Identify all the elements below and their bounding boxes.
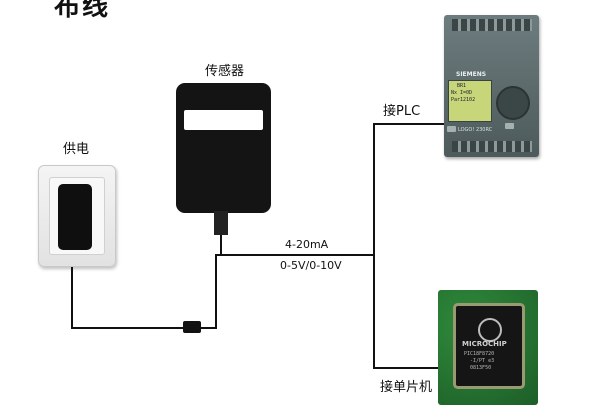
plc-button (447, 126, 456, 132)
plc-screen-text: BR1 Nx I=0D Par12102 (451, 83, 476, 103)
sensor-display-window (184, 110, 263, 130)
plc-terminals-top (452, 19, 532, 31)
diagram-heading: 布线 (54, 0, 111, 22)
sensor-connector (214, 211, 228, 235)
signal-voltage-label: 0-5V/0-10V (280, 259, 342, 272)
cable-connector (183, 321, 201, 333)
plc-brand: SIEMENS (456, 71, 487, 78)
plc-screen: BR1 Nx I=0D Par12102 (448, 80, 492, 122)
power-cable (71, 252, 183, 329)
sensor-device (176, 83, 271, 213)
microchip-logo-icon (478, 318, 502, 342)
power-plug-icon (58, 184, 92, 250)
plc-label: 接PLC (383, 104, 421, 119)
power-cable-to-sensor (201, 254, 374, 329)
chip-markings: PIC18F8720 -I/PT e3 0813F50 (464, 351, 495, 371)
mcu-branch (373, 255, 438, 369)
plc-keypad-icon (496, 86, 530, 120)
plc-button (505, 123, 514, 129)
mcu-label: 接单片机 (380, 380, 433, 395)
sensor-label: 传感器 (205, 64, 245, 79)
plc-branch (373, 123, 444, 255)
signal-current-label: 4-20mA (285, 238, 329, 251)
plc-terminals-bottom (452, 141, 532, 152)
plc-model: LOGO! 230RC (458, 127, 493, 133)
power-label: 供电 (63, 142, 90, 157)
chip-brand: MICROCHIP (462, 340, 507, 348)
